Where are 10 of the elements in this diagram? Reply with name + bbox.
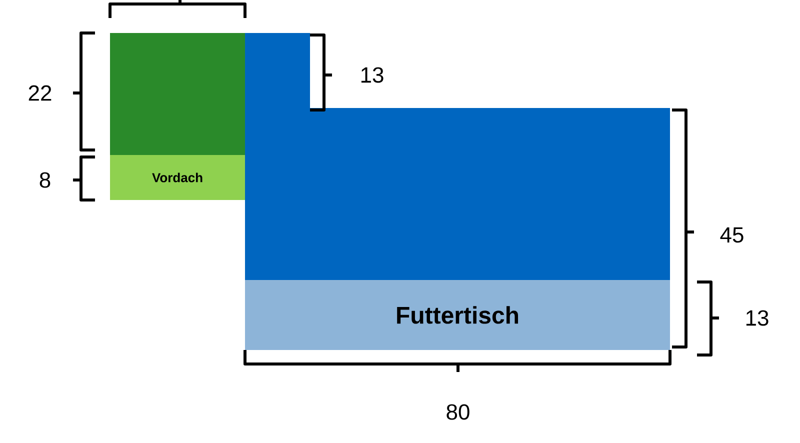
dimension-label: 13 — [361, 67, 384, 83]
dimension-label: 45 — [720, 227, 744, 243]
dimension-label: 8 — [40, 172, 50, 188]
feeding-table-box: Futtertisch — [245, 280, 670, 350]
canopy-box: Vordach — [110, 155, 245, 200]
building-area — [245, 33, 670, 280]
area-box — [110, 33, 245, 155]
dimension-label: 13 — [746, 310, 768, 326]
dimension-label: 22 — [28, 85, 52, 101]
dimension-label: 80 — [446, 404, 470, 420]
